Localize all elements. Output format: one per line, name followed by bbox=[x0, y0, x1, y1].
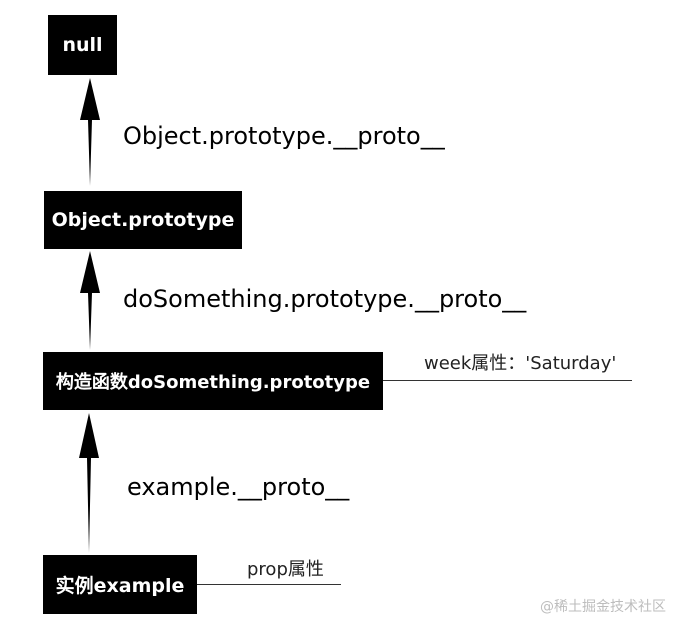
constructor-prototype-node: 构造函数doSomething.prototype bbox=[43, 352, 383, 410]
arrow-to-null bbox=[80, 78, 100, 186]
prop-property-underline bbox=[197, 584, 341, 585]
null-node: null bbox=[48, 15, 117, 75]
object-prototype-node: Object.prototype bbox=[44, 191, 242, 249]
dosomething-proto-link-label: doSomething.prototype.__proto__ bbox=[123, 285, 527, 313]
arrow-to-constructor-prototype bbox=[79, 413, 99, 553]
watermark: @稀土掘金技术社区 bbox=[540, 599, 666, 615]
arrow-to-object-prototype bbox=[80, 251, 100, 350]
week-property-underline bbox=[383, 380, 632, 381]
week-property-note: week属性：'Saturday' bbox=[424, 353, 617, 374]
prop-property-note: prop属性 bbox=[247, 559, 324, 580]
example-proto-link-label: example.__proto__ bbox=[127, 473, 350, 501]
instance-node: 实例example bbox=[43, 555, 197, 614]
object-proto-link-label: Object.prototype.__proto__ bbox=[123, 122, 445, 150]
